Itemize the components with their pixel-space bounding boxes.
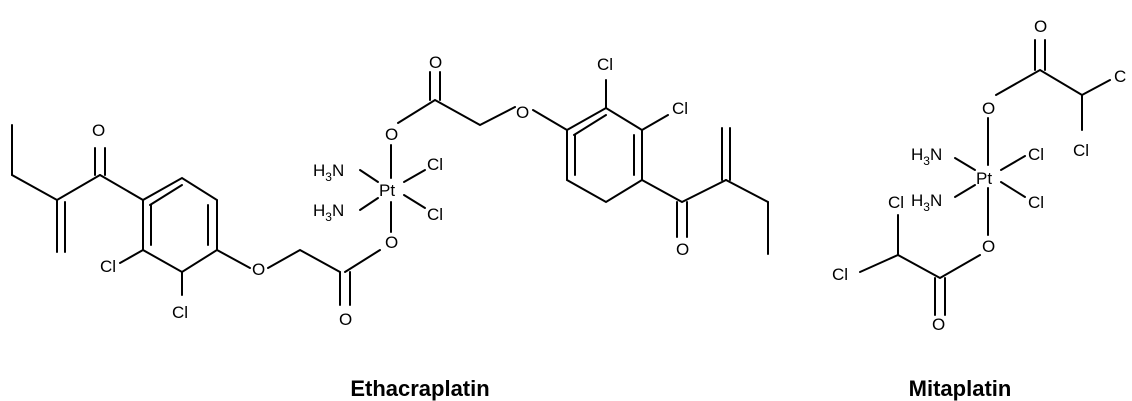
bond [142, 176, 218, 274]
atom-label: O [516, 103, 529, 122]
atom-label: Cl [832, 265, 848, 284]
ammine-ligand-upper: H3N [313, 161, 344, 184]
bond [641, 114, 669, 131]
bond [532, 109, 568, 131]
bond [954, 157, 976, 171]
ammine-ligand-upper: H3N [911, 145, 942, 168]
bond [725, 179, 769, 255]
atom-label: O [982, 99, 995, 118]
ammine-ligand-lower: H3N [313, 201, 344, 224]
atom-label: O [1034, 17, 1047, 36]
atom-label: O [385, 233, 398, 252]
atom-label: O [676, 240, 689, 259]
bond [429, 71, 441, 101]
bond [1034, 39, 1046, 71]
bond [566, 106, 643, 204]
bond [954, 184, 976, 198]
atom-label: Cl [427, 205, 443, 224]
atom-label: C [1114, 67, 1126, 86]
atom-label: O [932, 315, 945, 334]
bond [94, 147, 106, 176]
bond [11, 124, 101, 202]
bond [344, 249, 381, 273]
platinum-atom: Pt [976, 169, 992, 188]
bond [641, 179, 727, 204]
atom-label: O [982, 237, 995, 256]
atom-label: Cl [1073, 141, 1089, 160]
atom-label: Cl [172, 303, 188, 322]
atom-label: Cl [672, 99, 688, 118]
atom-label: O [252, 260, 265, 279]
atom-label: O [92, 121, 105, 140]
bond [676, 201, 688, 238]
bond [216, 248, 341, 273]
platinum-atom: Pt [379, 181, 395, 200]
atom-label: Cl [597, 55, 613, 74]
bond [99, 174, 144, 201]
bond [359, 197, 379, 211]
atom-label: O [385, 125, 398, 144]
bond [403, 194, 426, 209]
ethacraplatin-structure: O Cl Cl O O O O O H3N H3N Pt Cl Cl O Cl … [11, 53, 769, 401]
mitaplatin-structure: O O C Cl H3N H3N Pt Cl Cl Cl Cl O O Mita… [832, 17, 1126, 401]
bond [1000, 155, 1026, 171]
bond [119, 249, 144, 264]
bond [721, 127, 731, 181]
atom-label: Cl [1028, 193, 1044, 212]
bond [1000, 181, 1026, 198]
bond [934, 277, 946, 316]
bond [56, 199, 66, 253]
bond [859, 253, 981, 280]
bond [995, 68, 1111, 97]
atom-label: Cl [427, 155, 443, 174]
atom-label: Cl [888, 193, 904, 212]
bond [339, 271, 351, 306]
bond [403, 169, 426, 183]
bond [573, 114, 635, 176]
atom-label: Cl [100, 257, 116, 276]
atom-label: O [339, 310, 352, 329]
bond [149, 184, 209, 246]
ammine-ligand-lower: H3N [911, 191, 942, 214]
atom-label: Cl [1028, 145, 1044, 164]
compound-name: Ethacraplatin [350, 376, 489, 401]
atom-label: O [429, 53, 442, 72]
bond [397, 98, 516, 127]
bond [359, 169, 379, 183]
compound-name: Mitaplatin [909, 376, 1012, 401]
